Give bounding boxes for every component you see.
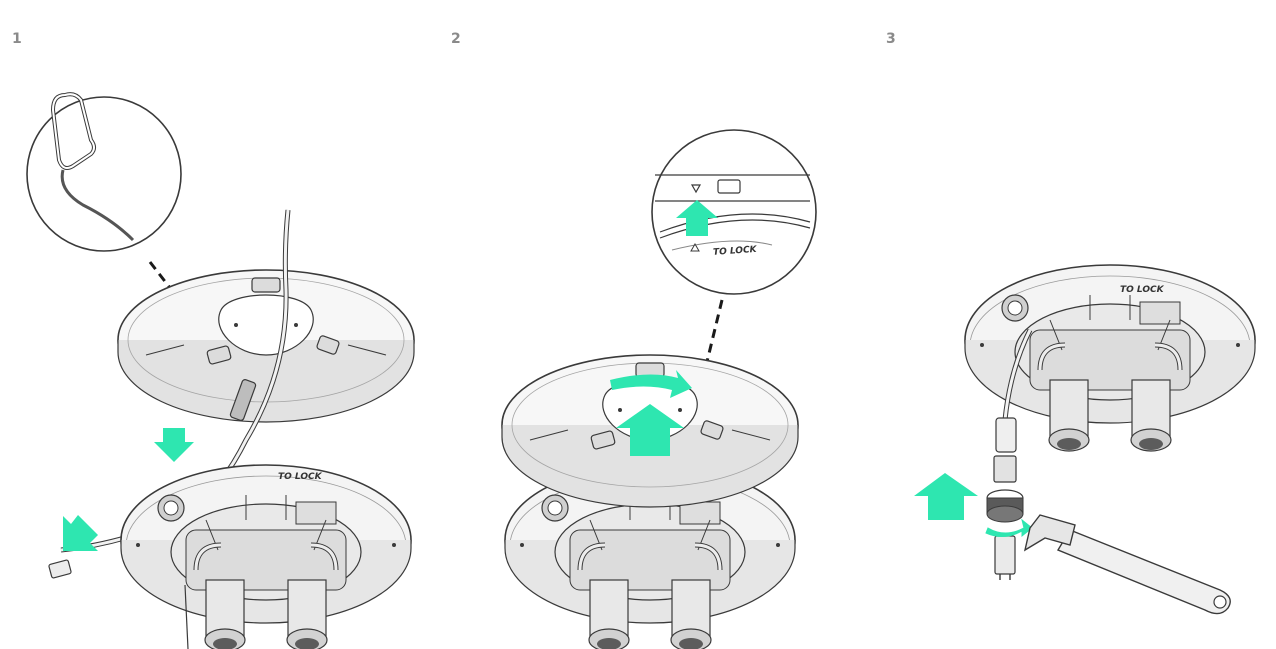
zoom-detail-circle	[26, 96, 182, 252]
to-lock-label-1: TO LOCK	[278, 472, 323, 482]
step-number-3: 3	[886, 31, 896, 47]
arrow-up-icon	[616, 404, 684, 456]
step-number-1: 1	[12, 31, 22, 47]
arrow-rotate-icon	[610, 370, 692, 398]
arrow-up-icon-3	[914, 473, 978, 520]
carabiner-icon	[50, 92, 135, 242]
to-lock-label-zoom: TO LOCK	[713, 245, 758, 258]
step-3-illustration: TO LOCK	[914, 265, 1255, 615]
rotate-arrow-icon	[985, 518, 1033, 538]
step-1-illustration: TO LOCK	[26, 92, 415, 649]
wrench-icon	[1024, 514, 1231, 615]
to-lock-label-3: TO LOCK	[1120, 285, 1165, 295]
zoom-detail-circle-2	[651, 129, 817, 295]
arrow-down-icon	[154, 428, 194, 462]
cable-gland	[986, 417, 1024, 580]
step-number-2: 2	[451, 31, 461, 47]
arrow-up-icon-zoom	[676, 200, 718, 236]
arrow-down-left-icon	[63, 515, 98, 551]
step-2-illustration: TO LOCK TO LOCK	[501, 129, 817, 649]
